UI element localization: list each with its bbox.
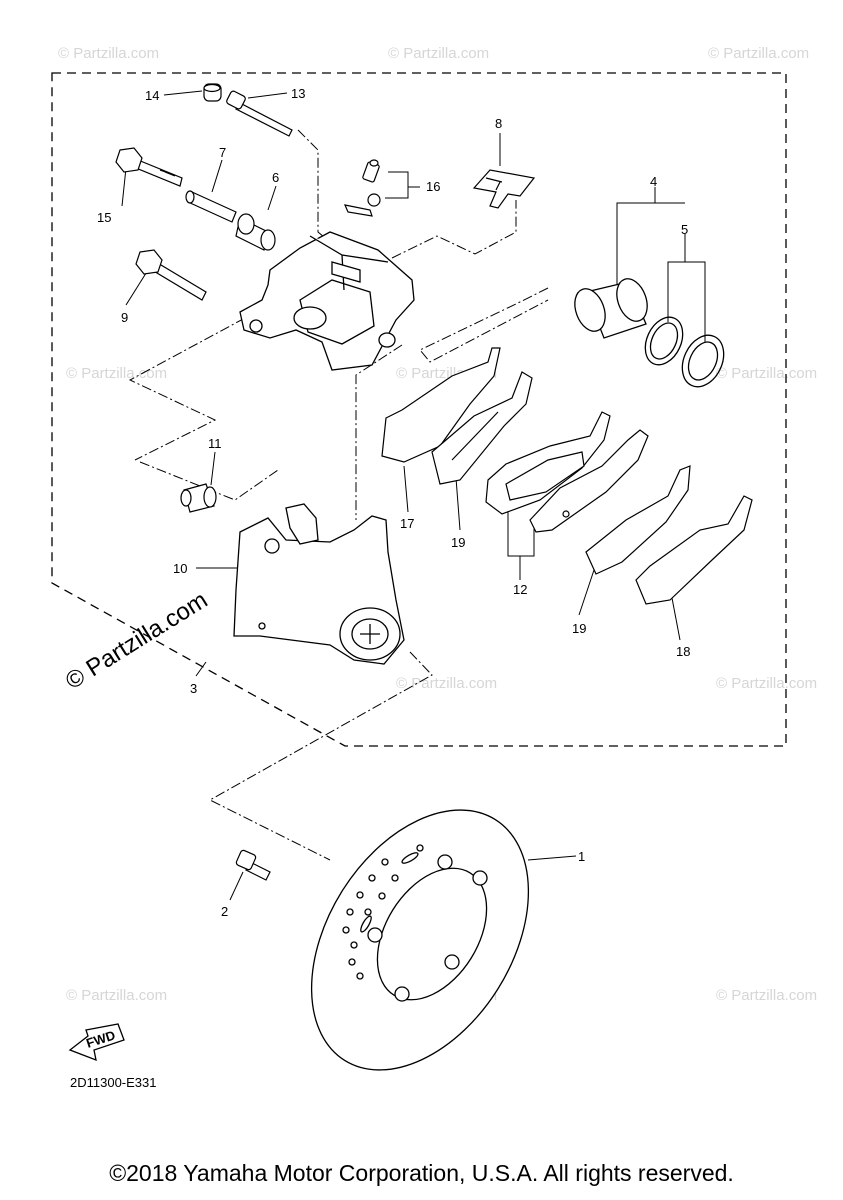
pin-13 xyxy=(226,90,293,137)
watermark: © Partzilla.com xyxy=(66,365,167,382)
bleed-screw-16 xyxy=(343,159,381,217)
sleeve-11 xyxy=(180,483,217,513)
callout-18: 18 xyxy=(676,644,690,659)
pad-19-upper xyxy=(431,371,533,485)
callout-3: 3 xyxy=(190,681,197,696)
forward-arrow: FWD xyxy=(68,1023,125,1062)
shim-18 xyxy=(635,495,753,605)
callout-7: 7 xyxy=(219,145,226,160)
pad-19-lower xyxy=(585,465,691,575)
leader-lines xyxy=(121,90,706,901)
watermark: © Partzilla.com xyxy=(716,365,817,382)
bolt-15 xyxy=(115,147,183,187)
assembly-boundary xyxy=(51,72,787,747)
boot-6 xyxy=(235,213,276,251)
callout-6: 6 xyxy=(272,170,279,185)
routing-lines xyxy=(128,129,549,861)
watermark: © Partzilla.com xyxy=(66,987,167,1004)
callout-19-upper: 19 xyxy=(451,535,465,550)
callout-11: 11 xyxy=(208,436,222,451)
callout-19-lower: 19 xyxy=(572,621,586,636)
callout-15: 15 xyxy=(97,210,111,225)
callout-10: 10 xyxy=(173,561,187,576)
callout-9: 9 xyxy=(121,310,128,325)
watermark: © Partzilla.com xyxy=(388,45,489,62)
bolt-9 xyxy=(135,249,207,301)
seals-5 xyxy=(644,316,725,388)
callout-16: 16 xyxy=(426,179,440,194)
callout-1: 1 xyxy=(578,849,585,864)
diagram-code: 2D11300-E331 xyxy=(70,1075,157,1090)
callout-4: 4 xyxy=(650,174,657,189)
callout-5: 5 xyxy=(681,222,688,237)
callout-8: 8 xyxy=(495,116,502,131)
callout-labels: 1 2 3 4 5 6 7 8 9 10 11 12 13 14 15 16 1… xyxy=(97,86,690,919)
copyright-notice: ©2018 Yamaha Motor Corporation, U.S.A. A… xyxy=(109,1160,734,1186)
bracket-10 xyxy=(233,503,405,665)
watermark: © Partzilla.com xyxy=(716,987,817,1004)
screw-2 xyxy=(235,849,271,881)
watermark: © Partzilla.com xyxy=(396,675,497,692)
sleeve-7 xyxy=(185,190,237,223)
watermark: © Partzilla.com xyxy=(58,45,159,62)
callout-14: 14 xyxy=(145,88,159,103)
callout-17: 17 xyxy=(400,516,414,531)
watermark: © Partzilla.com xyxy=(716,675,817,692)
pad-12 xyxy=(485,411,649,533)
clip-8 xyxy=(472,169,536,209)
piston-4 xyxy=(574,278,648,339)
callout-12: 12 xyxy=(513,582,527,597)
shim-17 xyxy=(381,347,501,463)
cap-14 xyxy=(203,83,222,102)
callout-13: 13 xyxy=(291,86,305,101)
watermark-large: © Partzilla.com xyxy=(61,586,212,695)
caliper-body xyxy=(239,231,415,371)
brake-disc-1 xyxy=(310,809,530,1071)
watermark: © Partzilla.com xyxy=(708,45,809,62)
callout-2: 2 xyxy=(221,904,228,919)
